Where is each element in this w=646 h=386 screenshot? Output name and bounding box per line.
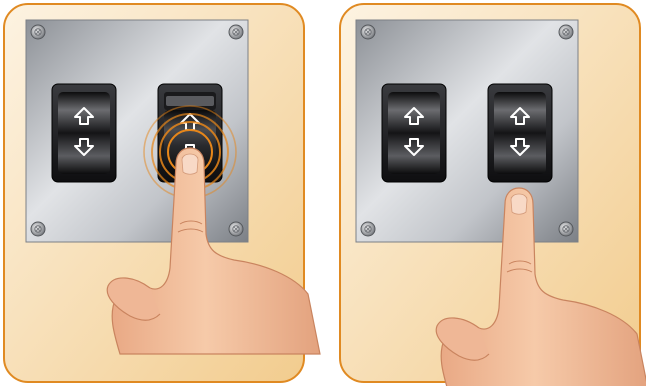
screw-icon xyxy=(31,25,45,39)
screw-icon xyxy=(361,25,375,39)
screw-icon xyxy=(31,222,45,236)
window-switch-left[interactable] xyxy=(382,84,446,182)
window-switch-left[interactable] xyxy=(52,84,116,182)
screw-icon xyxy=(229,222,243,236)
screw-icon xyxy=(229,25,243,39)
panel-right xyxy=(340,4,646,386)
screw-icon xyxy=(559,25,573,39)
window-switch-right[interactable] xyxy=(488,84,552,182)
screw-icon xyxy=(559,222,573,236)
panel-left xyxy=(4,4,320,382)
screw-icon xyxy=(361,222,375,236)
